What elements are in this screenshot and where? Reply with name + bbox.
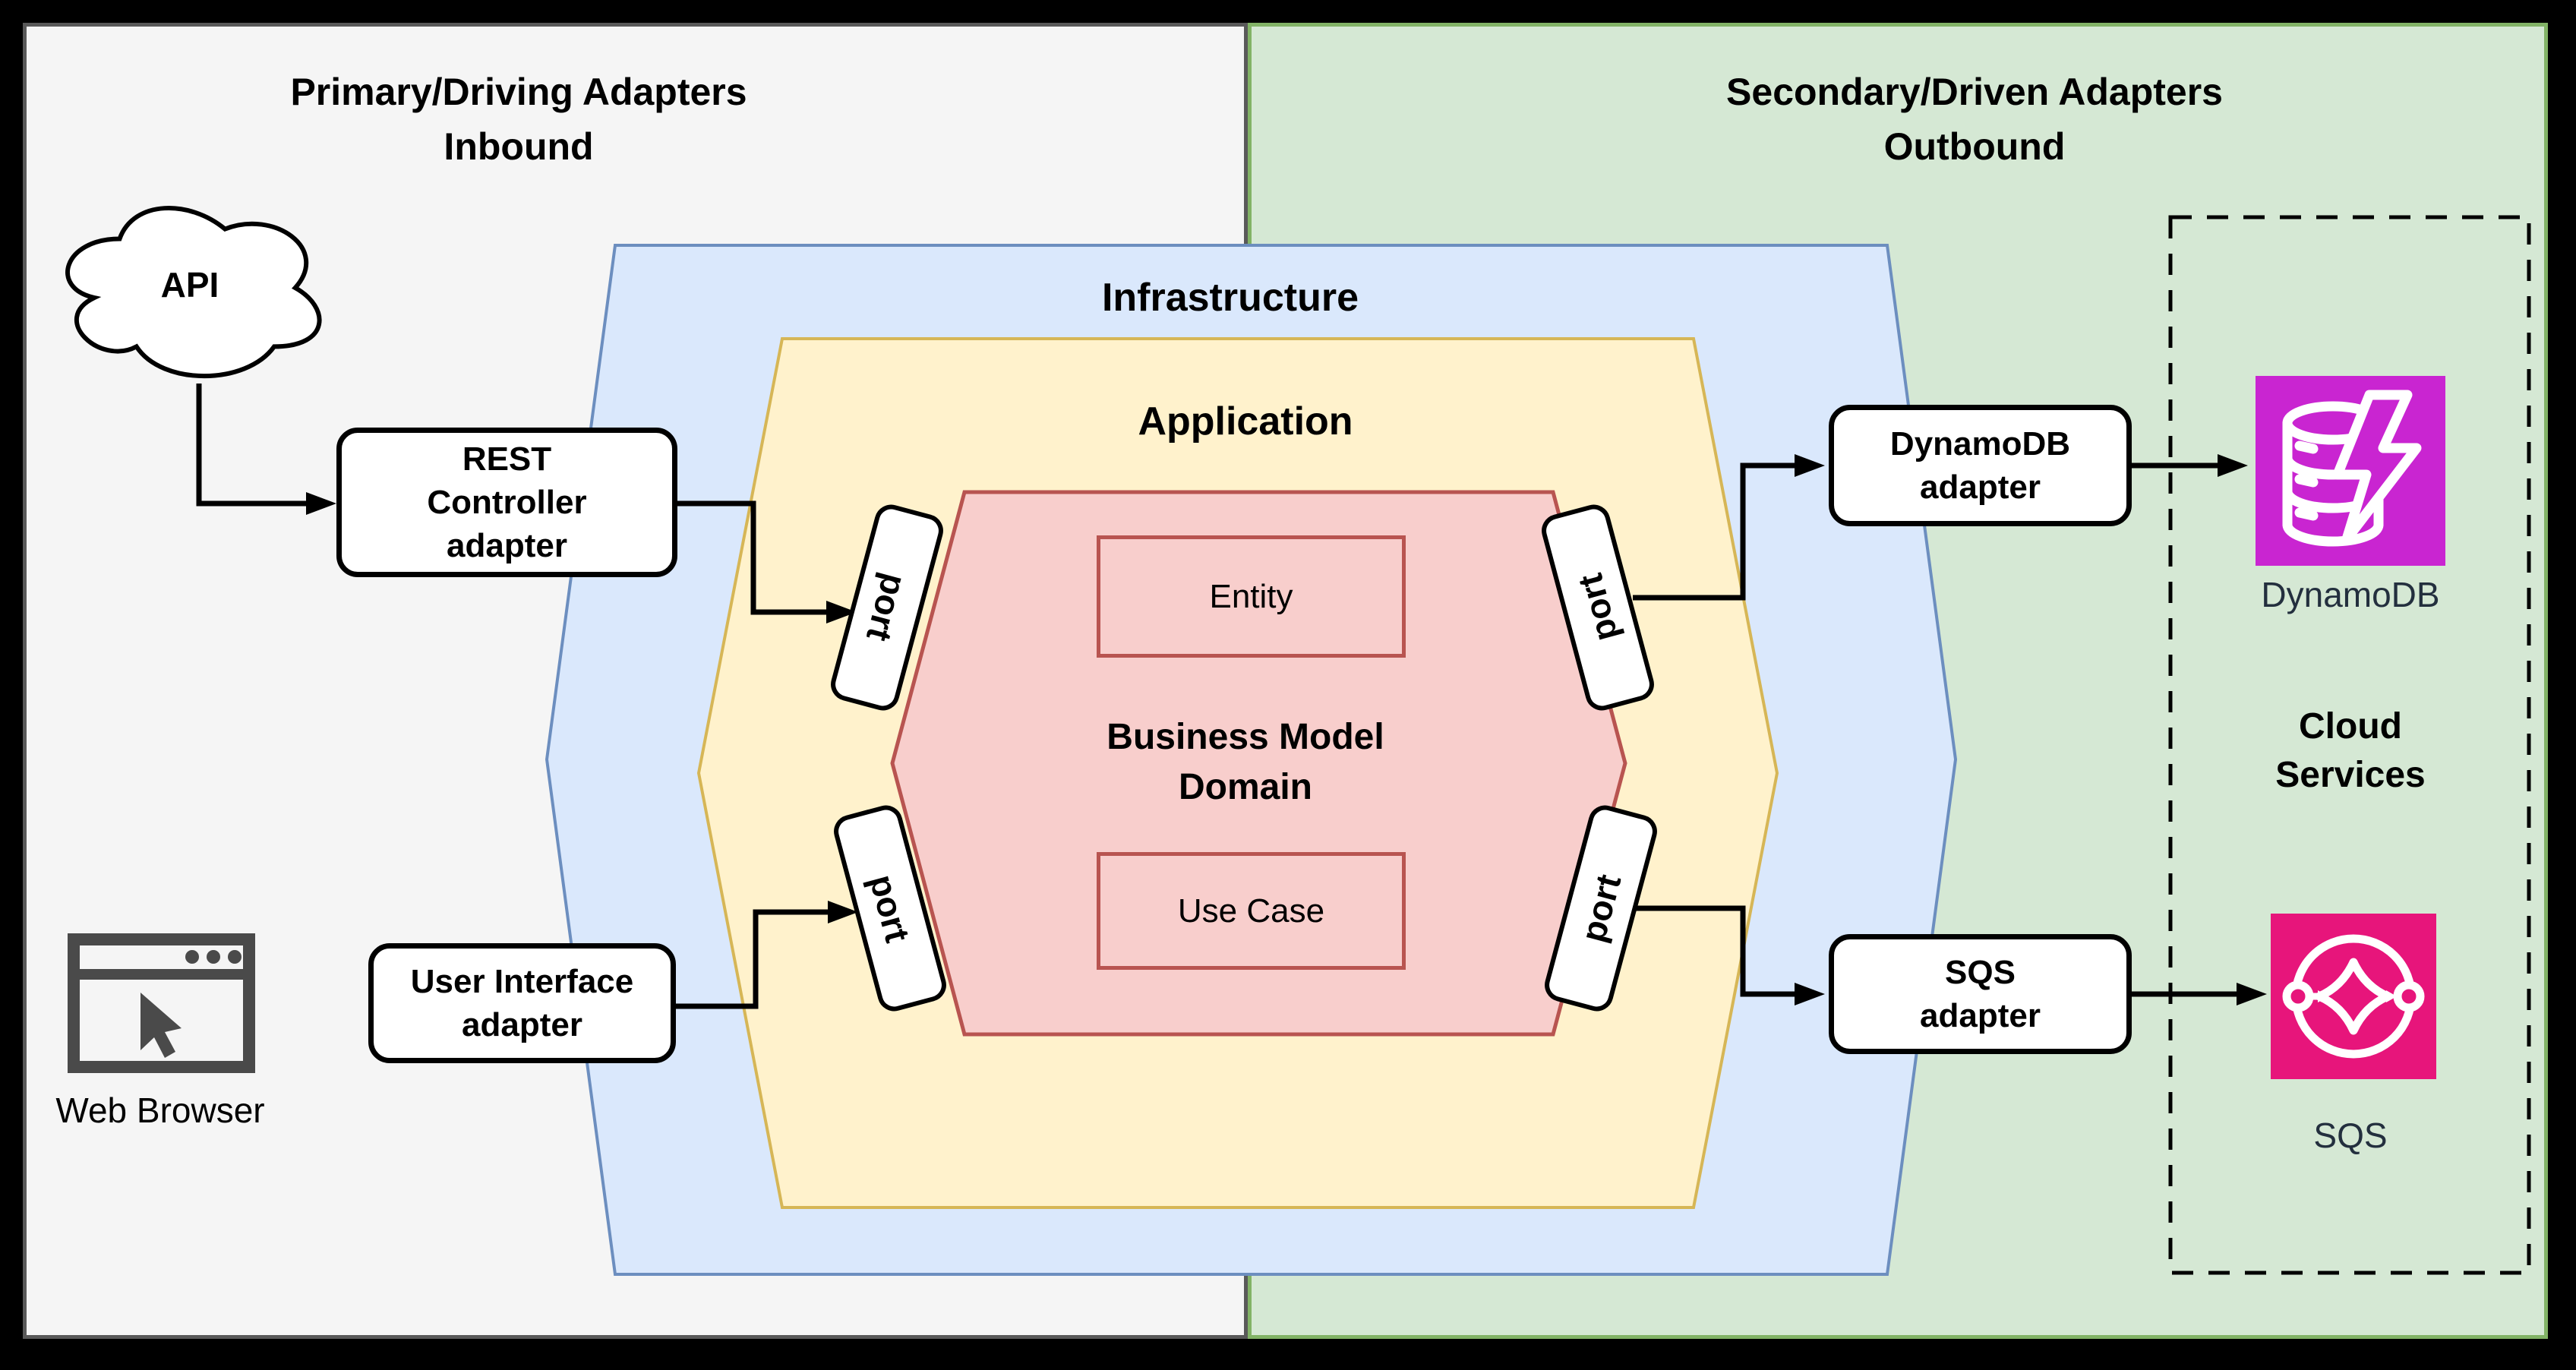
- web-browser-icon: [65, 930, 258, 1082]
- application-label: Application: [1138, 399, 1353, 444]
- rest-adapter-line2: Controller: [427, 484, 587, 521]
- connector-port-to-sqs-adapter: [1636, 905, 1825, 1005]
- port-top-left-label: port: [859, 570, 915, 646]
- cloud-services-title-line2: Services: [2275, 755, 2426, 795]
- rest-controller-adapter-node: REST Controller adapter: [336, 428, 677, 577]
- dynamodb-icon: [2256, 376, 2445, 570]
- connector-rest-adapter-to-port: [677, 500, 857, 623]
- ui-adapter-line2: adapter: [462, 1006, 582, 1043]
- domain-hexagon: [890, 490, 1627, 1037]
- port-bottom-right-label: port: [1573, 870, 1629, 946]
- sqs-adapter-line1: SQS: [1945, 954, 2016, 991]
- use-case-box: Use Case: [1097, 852, 1406, 970]
- port-top-right-label: port: [1570, 570, 1626, 646]
- dynamodb-adapter-node: DynamoDB adapter: [1829, 405, 2132, 526]
- domain-label-line2: Domain: [1178, 767, 1312, 807]
- use-case-label: Use Case: [1177, 892, 1325, 930]
- connector-ui-adapter-to-port: [671, 901, 858, 1009]
- api-label: API: [160, 265, 219, 305]
- secondary-zone-title: Secondary/Driven Adapters Outbound: [1671, 65, 2278, 174]
- api-cloud-shape: [65, 206, 322, 379]
- cloud-services-title-line1: Cloud: [2299, 706, 2402, 747]
- secondary-zone-title-line2: Outbound: [1883, 125, 2066, 168]
- dynamodb-adapter-line2: adapter: [1920, 469, 2041, 506]
- sqs-adapter-node: SQS adapter: [1829, 934, 2132, 1054]
- dynamodb-adapter-line1: DynamoDB: [1889, 425, 2071, 462]
- domain-label: Business Model Domain: [1056, 712, 1435, 813]
- sqs-icon: [2271, 914, 2436, 1083]
- sqs-icon-label: SQS: [2313, 1116, 2388, 1155]
- sqs-adapter-line2: adapter: [1920, 997, 2041, 1034]
- entity-box: Entity: [1097, 535, 1406, 658]
- user-interface-adapter-node: User Interface adapter: [368, 943, 676, 1063]
- cloud-services-title: Cloud Services: [2218, 702, 2483, 800]
- primary-zone-title: Primary/Driving Adapters Inbound: [215, 65, 822, 174]
- rest-adapter-line1: REST: [462, 440, 552, 478]
- primary-zone-title-line2: Inbound: [444, 125, 594, 168]
- ui-adapter-line1: User Interface: [410, 963, 634, 1000]
- entity-label: Entity: [1209, 577, 1293, 615]
- cloud-services-dashed-box: [2168, 215, 2531, 1275]
- infrastructure-label: Infrastructure: [1101, 276, 1359, 320]
- primary-zone-title-line1: Primary/Driving Adapters: [290, 71, 747, 113]
- dynamodb-icon-label: DynamoDB: [2261, 575, 2440, 614]
- secondary-zone-title-line1: Secondary/Driven Adapters: [1726, 71, 2223, 113]
- port-bottom-left-label: port: [862, 870, 918, 946]
- domain-label-line1: Business Model: [1106, 717, 1384, 757]
- connector-port-to-dynamodb-adapter: [1633, 454, 1825, 601]
- web-browser-label: Web Browser: [55, 1091, 265, 1130]
- rest-adapter-line3: adapter: [447, 527, 567, 564]
- connector-api-to-rest-adapter: [196, 384, 336, 515]
